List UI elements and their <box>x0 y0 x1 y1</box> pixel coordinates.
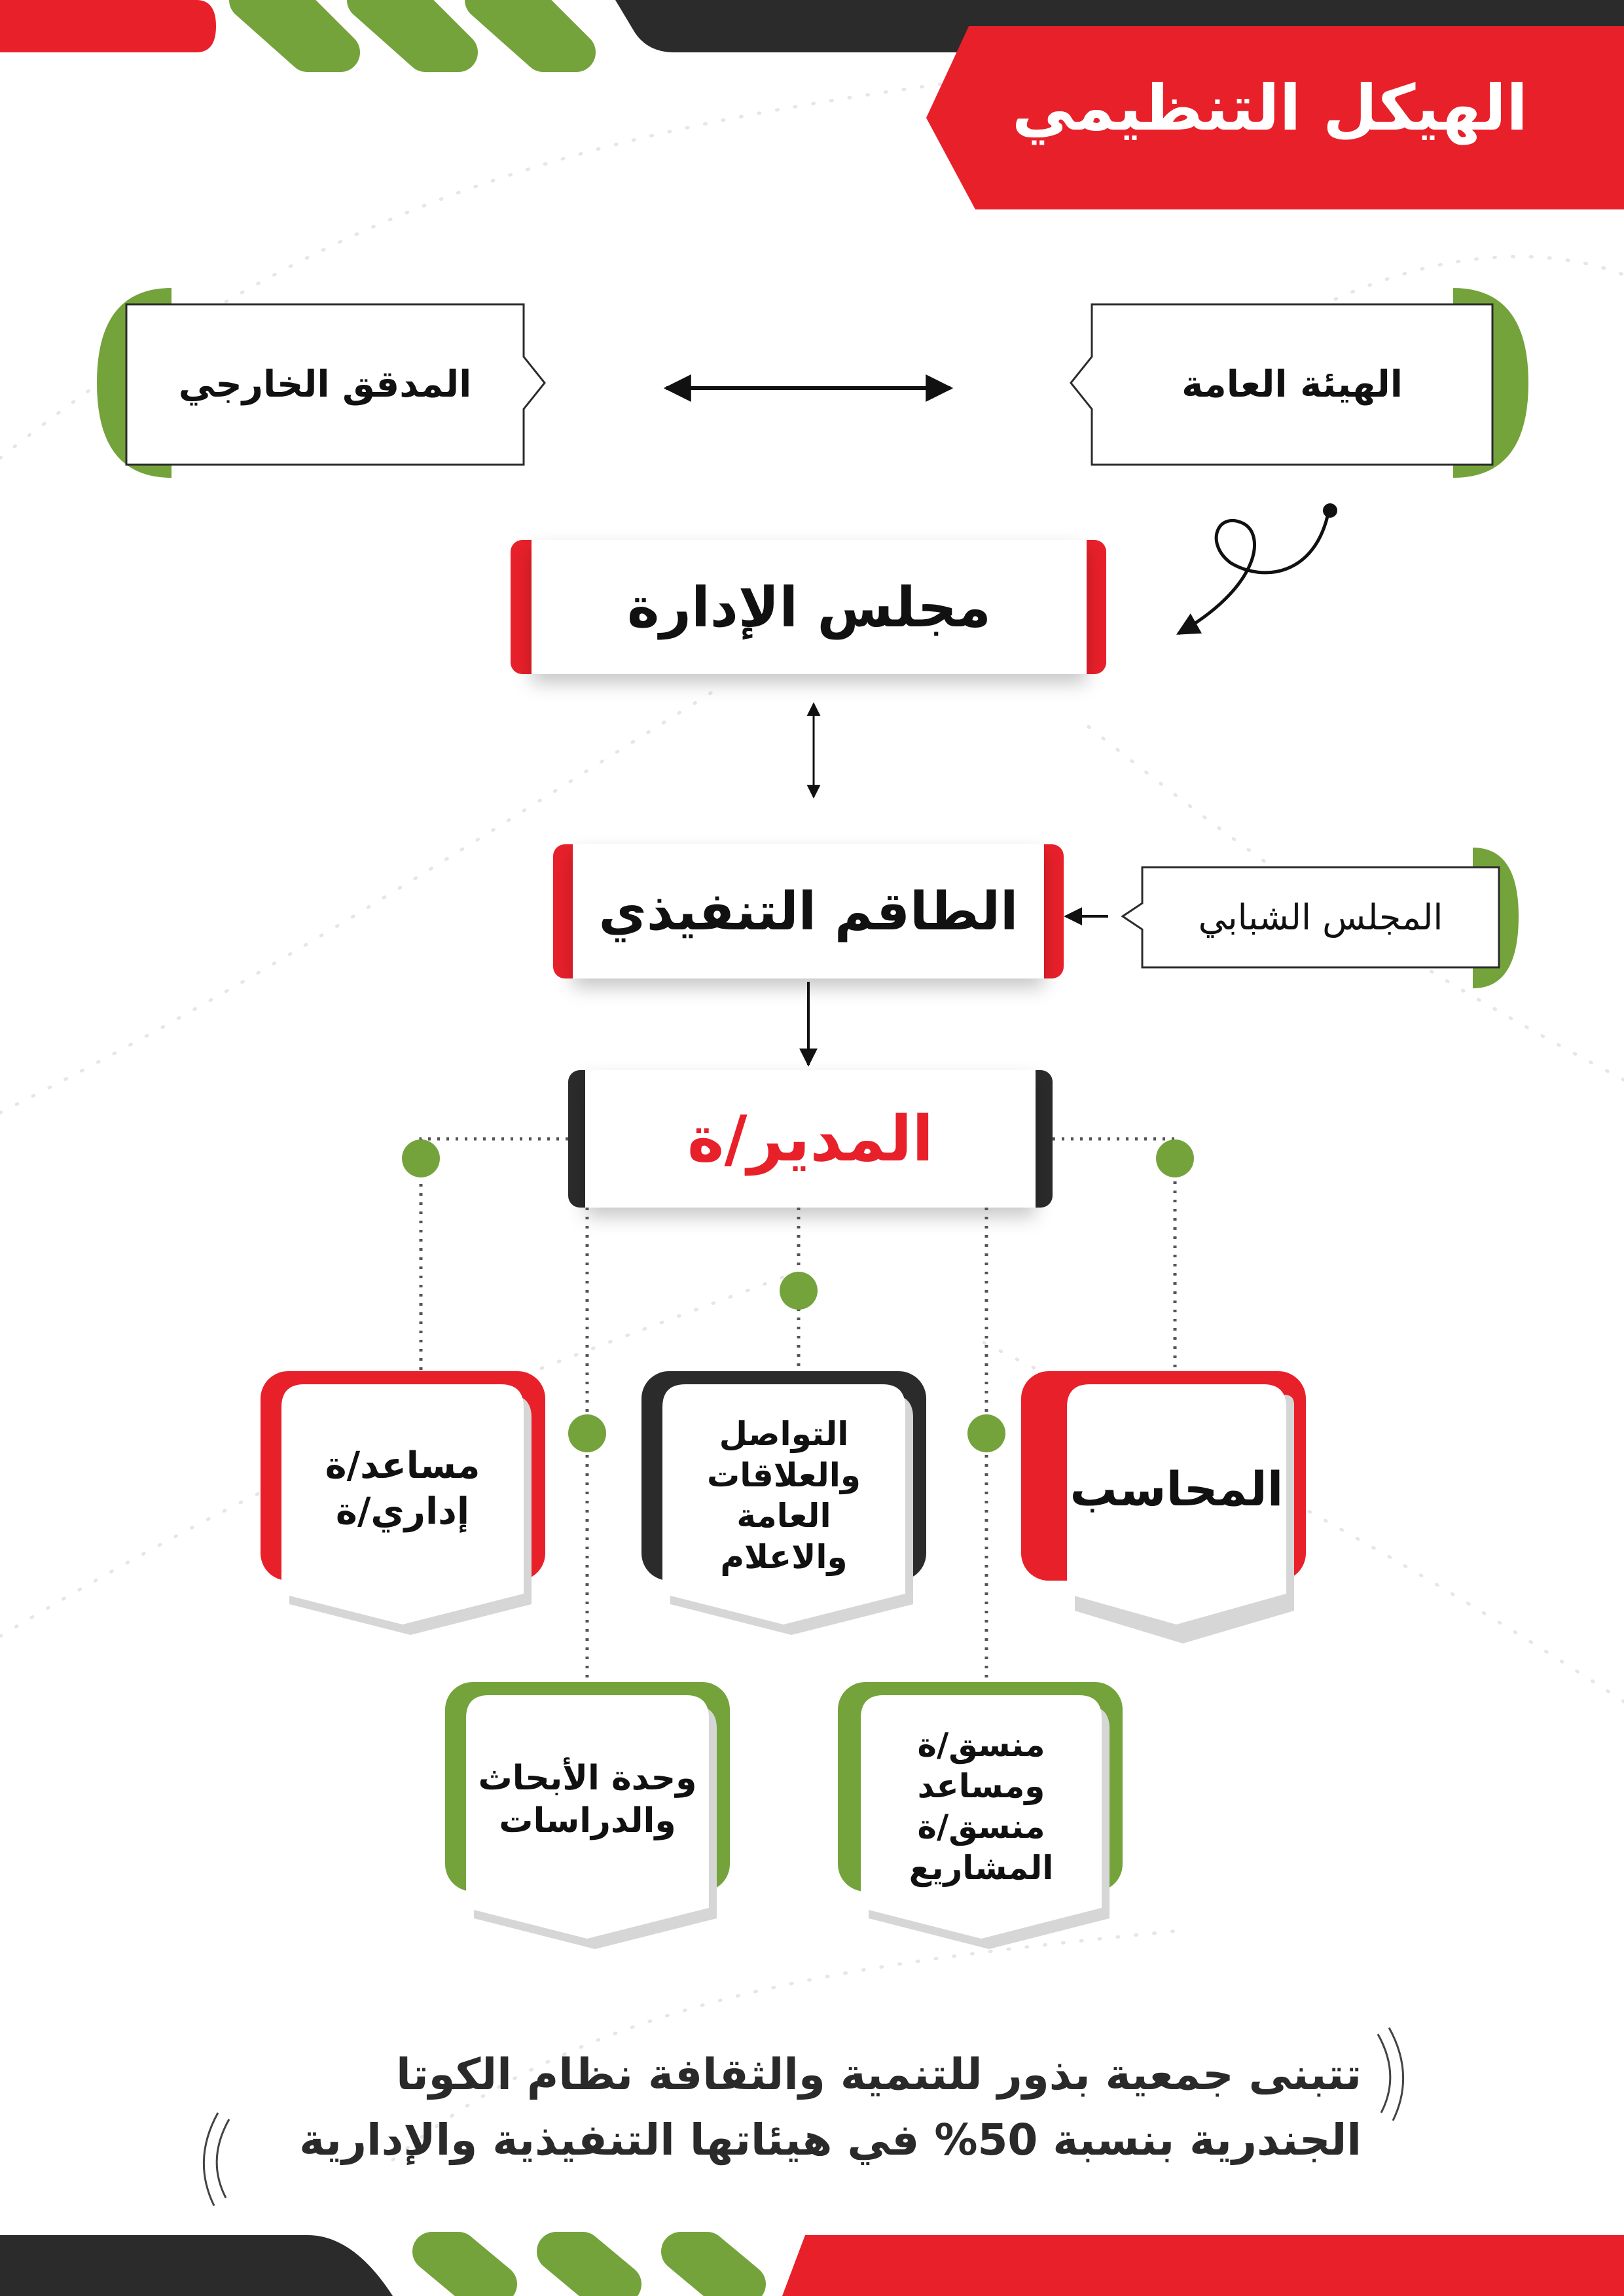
card-projects-shape <box>838 1682 1123 1949</box>
card-accountant-shape <box>1021 1371 1306 1643</box>
unit-projects: منسق/ة ومساعد منسق/ة المشاريع <box>861 1702 1102 1911</box>
connector-dots <box>402 1139 1194 1452</box>
executive-team-node: الطاقم التنفيذي <box>573 844 1044 978</box>
card-admin-assistant-shape <box>261 1371 545 1635</box>
footer-line-1: تتبنى جمعية بذور للتنمية والثقافة نظام ا… <box>396 2049 1362 2100</box>
background-dotted-curves <box>0 77 1624 2162</box>
footer-line-2: الجندرية بنسبة 50% في هيئاتها التنفيذية … <box>299 2115 1362 2165</box>
external-auditor-label: المدقق الخارجي <box>178 363 472 406</box>
card-research-shape <box>445 1682 730 1949</box>
unit-accountant: المحاسب <box>1067 1384 1286 1594</box>
top-green-stripe-2 <box>347 0 478 72</box>
unit-communication: التواصل والعلاقات العامة والاعلام <box>662 1391 905 1600</box>
board-box <box>511 540 1106 674</box>
manager-node: المدير/ة <box>585 1070 1036 1208</box>
general-assembly-label: الهيئة العامة <box>1182 363 1403 406</box>
curly-arrow-to-board <box>1176 510 1331 636</box>
executive-team-box <box>553 844 1064 978</box>
youth-council-box <box>1121 848 1519 988</box>
unit-admin-assistant-label: مساعد/ة إداري/ة <box>325 1444 480 1533</box>
unit-communication-label: التواصل والعلاقات العامة والاعلام <box>707 1415 861 1576</box>
footer-quote-marks <box>202 2027 1405 2206</box>
bottom-banner <box>0 2232 1624 2296</box>
general-assembly-box <box>1070 288 1528 478</box>
unit-admin-assistant: مساعد/ة إداري/ة <box>281 1384 524 1594</box>
card-communication-shape <box>641 1371 926 1635</box>
bottom-green-stripe-2 <box>537 2232 641 2296</box>
manager-box <box>568 1070 1053 1208</box>
board-label: مجلس الإدارة <box>627 575 992 639</box>
connectors <box>663 374 1337 1067</box>
top-green-stripe-3 <box>465 0 596 72</box>
page-title: الهيكل التنظيمي <box>1012 71 1528 145</box>
general-assembly-node: الهيئة العامة <box>1092 304 1492 465</box>
title-banner <box>926 26 1624 209</box>
top-banner <box>0 0 1624 209</box>
external-auditor-node: المدقق الخارجي <box>126 304 524 465</box>
unit-projects-label: منسق/ة ومساعد منسق/ة المشاريع <box>909 1726 1054 1887</box>
top-green-stripe-1 <box>229 0 360 72</box>
unit-research-label: وحدة الأبحاث والدراسات <box>478 1759 697 1840</box>
unit-research: وحدة الأبحاث والدراسات <box>466 1695 709 1905</box>
youth-council-node: المجلس الشبابي <box>1142 867 1499 967</box>
unit-accountant-label: المحاسب <box>1070 1462 1284 1516</box>
title-banner-box: الهيكل التنظيمي <box>943 39 1597 177</box>
bottom-red-band <box>782 2235 1624 2296</box>
bottom-dark-band <box>0 2235 393 2296</box>
curly-arrow-start-dot <box>1323 503 1337 518</box>
manager-label: المدير/ة <box>687 1102 934 1175</box>
board-node: مجلس الإدارة <box>532 540 1087 674</box>
bottom-green-stripe-1 <box>412 2232 517 2296</box>
top-red-stripe <box>0 0 216 52</box>
footer-statement: تتبنى جمعية بذور للتنمية والثقافة نظام ا… <box>249 2042 1362 2173</box>
youth-council-label: المجلس الشبابي <box>1198 897 1443 938</box>
dotted-connectors <box>419 1137 1177 1682</box>
external-auditor-box <box>97 288 546 478</box>
executive-team-label: الطاقم التنفيذي <box>598 881 1019 942</box>
bottom-green-stripe-3 <box>661 2232 766 2296</box>
